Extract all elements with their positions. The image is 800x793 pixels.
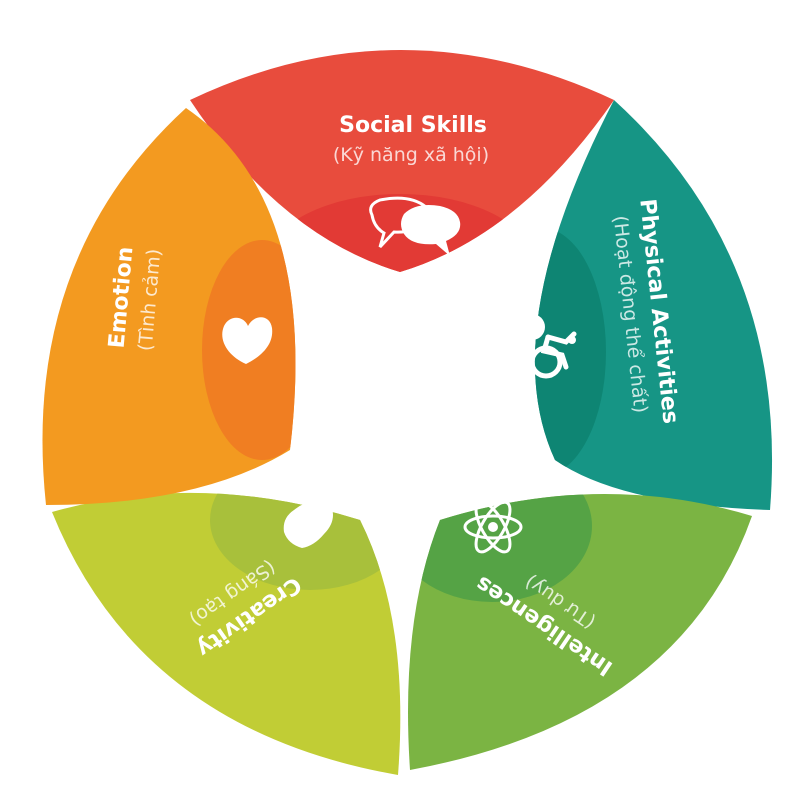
- segment-social-shape: [190, 50, 614, 272]
- lightbulb-icon: [283, 490, 333, 548]
- segment-social-inner: [268, 194, 532, 272]
- segment-intelligences: Intelligences (Tư duy): [408, 493, 752, 770]
- cyclist-icon: [519, 314, 577, 379]
- segment-social-skills: Social Skills (Kỹ năng xã hội): [190, 50, 614, 272]
- atom-icon: [463, 500, 523, 554]
- heart-icon: [222, 317, 273, 364]
- segment-social-title: Social Skills: [339, 113, 487, 138]
- segment-social-subtitle: (Kỹ năng xã hội): [333, 144, 489, 166]
- segment-creativity: Creativity (Sáng tạo): [52, 490, 401, 775]
- speech-bubbles-icon: [369, 196, 461, 256]
- segment-physical-activities: Physical Activities (Hoạt động thể chất): [519, 100, 773, 510]
